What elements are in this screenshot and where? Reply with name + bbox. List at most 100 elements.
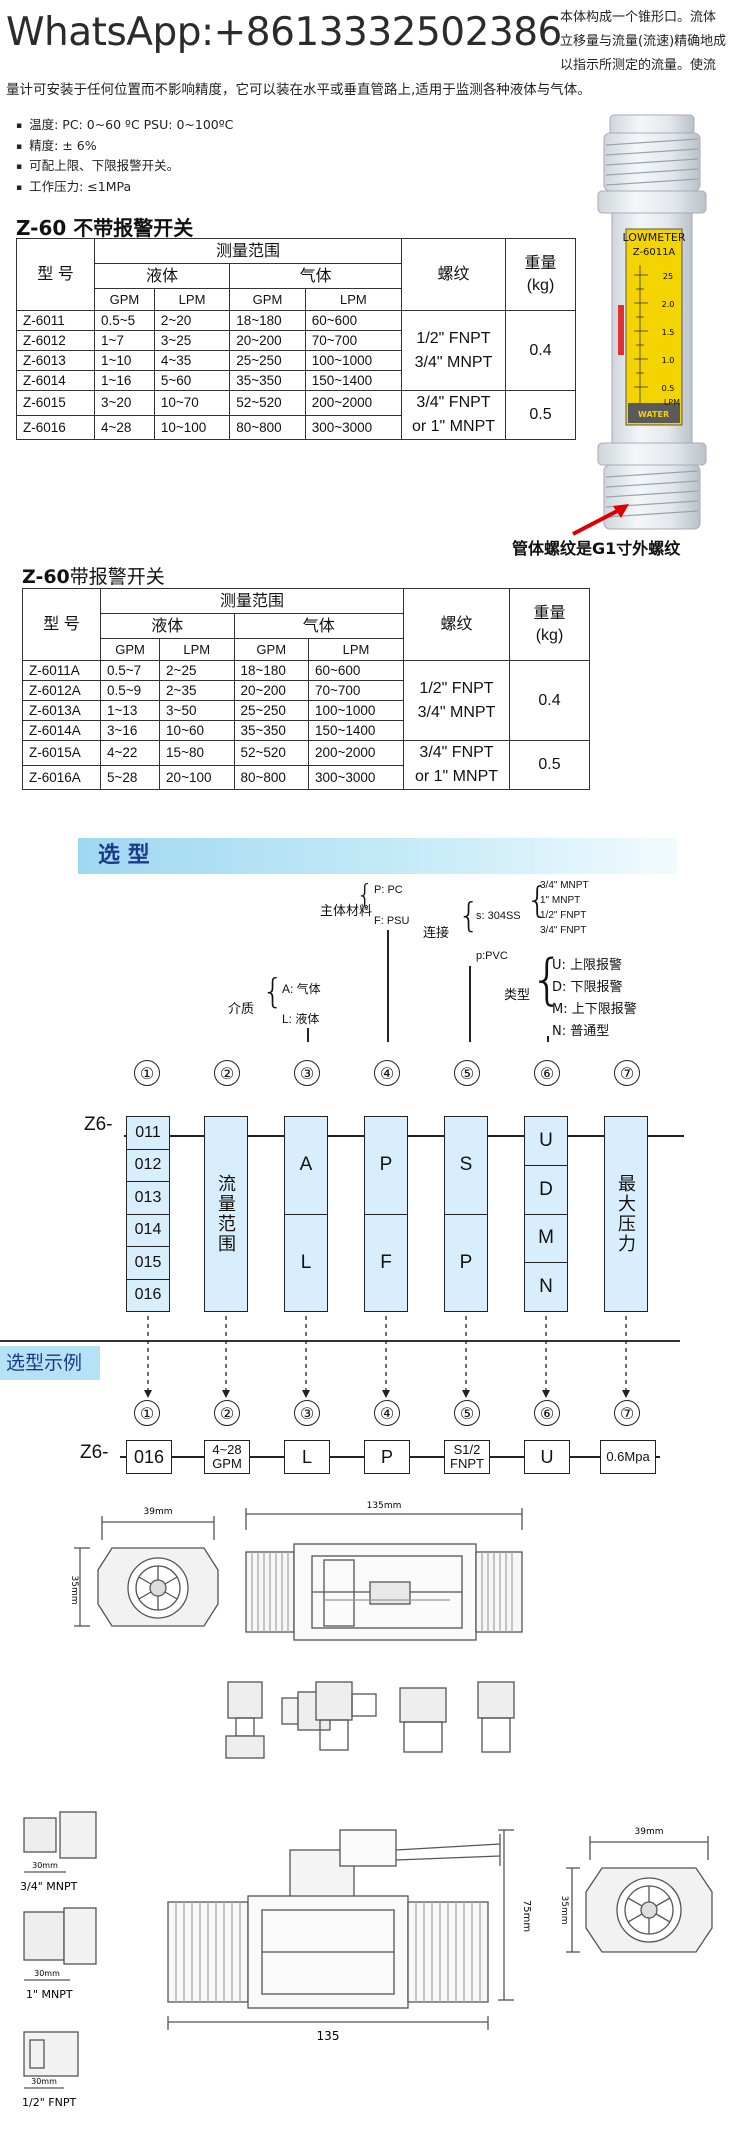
table1-h-thread: 螺纹 [401,238,506,311]
table2-title-rest: 带报警开关 [69,566,165,588]
connection-code: P [459,1251,473,1273]
table2-thread-a: 1/2" FNPT 3/4" MNPT [403,660,510,741]
example-type: U [524,1440,570,1474]
red-arrow-icon [572,504,629,536]
table2-unit: LPM [307,638,405,661]
table-cell: 200~2000 [304,390,403,416]
scale-mark-4: 1.0 [662,356,675,365]
table-row: Z-6014 1~16 5~60 35~350 150~1400 [16,370,576,391]
material-opt-psu: F: PSU [374,915,410,927]
table-cell: 10~70 [153,390,231,416]
type-opt-n: N: 普通型 [552,1024,610,1039]
unit-water: WATER [638,410,669,419]
connection-label: 连接 [423,926,450,941]
series-code: 013 [127,1182,169,1215]
spec-temp: 温度: PC: 0~60 ºC PSU: 0~100ºC [16,116,233,137]
max-pressure-box: 最大压力 [604,1116,648,1312]
table-cell: 20~100 [159,764,235,790]
brace-icon: { [526,880,549,921]
table-cell: 20~200 [229,330,306,351]
table2-title: Z-60带报警开关 [22,562,165,589]
table-cell: 1~13 [99,700,161,721]
table-cell: Z-6013A [22,700,101,721]
table-row: Z-6015 3~20 10~70 52~520 200~2000 3/4" F… [16,390,576,440]
dashed-arrows [144,1316,630,1398]
medium-box: A L [284,1116,328,1312]
connection-box: S P [444,1116,488,1312]
flow-range-box: 流量范围 [204,1116,248,1312]
table2-unit: GPM [99,638,161,661]
watermark: WhatsApp:+8613332502386 [6,10,562,55]
connection-opt-ss: s: 304SS [476,910,521,922]
dim-d1-width: 39mm [144,1507,173,1517]
table-cell: 0.5~7 [99,660,161,681]
table1-unit: LPM [153,288,231,311]
series-code: 011 [127,1117,169,1150]
example-material: P [364,1440,410,1474]
table-cell: 18~180 [233,660,309,681]
brace-icon: { [458,896,480,936]
table-cell: Z-6015 [16,390,95,416]
table-cell: Z-6016A [22,764,101,790]
table-cell: 3~16 [99,720,161,741]
selection-banner: 选 型 [78,838,678,874]
section-divider [0,1340,680,1342]
table2-title-model: Z-60 [22,566,70,588]
connection-code: S [445,1117,487,1215]
intro-right-line-2: 立移量与流量(流速)精确地成 [560,34,727,49]
table-cell: Z-6012A [22,680,101,701]
example-pressure: 0.6Mpa [600,1440,656,1474]
table-cell: 5~28 [99,764,161,790]
series-code: 014 [127,1215,169,1247]
table-cell: 60~600 [307,660,405,681]
table1-h-weight: 重量 (kg) [505,238,576,311]
table-cell: Z-6011A [22,660,101,681]
table1-unit: GPM [94,288,155,311]
table1: 型 号 测量范围 螺纹 重量 (kg) 液体 气体 GPM LPM GPM LP… [16,238,576,440]
type-opt-d: D: 下限报警 [552,980,623,995]
example-flow-range: 4~28 GPM [204,1440,250,1474]
table-cell: 3~50 [159,700,235,721]
table-cell: 10~60 [159,720,235,741]
flowmeter-photo: LOWMETER Z-6011A 25 2.0 1.5 1.0 0.5 WATE… [597,114,707,530]
intro-line: 量计可安装于任何位置而不影响精度，它可以装在水平或垂直管路上,适用于监测各种液体… [6,82,591,98]
dim-d3: 30mm [32,1861,58,1870]
model-prefix: Z6- [84,1114,113,1135]
series-code: 012 [127,1150,169,1182]
table-cell: 1~7 [94,330,155,351]
table-cell: 18~180 [229,310,306,331]
technical-drawings: 39mm 35mm 135mm 30mm 3/4" MNPT 30mm 1" M… [20,1501,713,2109]
table-cell: 150~1400 [307,720,405,741]
example-step-number: ④ [374,1400,400,1426]
table-cell: 100~1000 [307,700,405,721]
table-cell: Z-6014A [22,720,101,741]
table-cell: 5~60 [153,370,231,391]
table-cell: 4~22 [99,740,161,766]
table-row: Z-6014A 3~16 10~60 35~350 150~1400 [22,720,590,741]
dim-d2-length: 135mm [367,1501,402,1511]
medium-label: 介质 [228,1002,255,1017]
medium-opt-l: L: 液体 [282,1012,320,1026]
flow-range-label: 流量范围 [216,1174,236,1254]
spec-pressure: 工作压力: ≤1MPa [16,178,233,199]
table-cell: 150~1400 [304,370,403,391]
table-cell: 2~25 [159,660,235,681]
material-box: P F [364,1116,408,1312]
table-cell: 35~350 [233,720,309,741]
step-number: ⑦ [614,1060,640,1086]
table1-title-rest: 不带报警开关 [73,216,194,240]
table-cell: 4~35 [153,350,231,371]
intro-right-line-1: 本体构成一个锥形口。流体 [560,10,717,25]
step-number: ⑥ [534,1060,560,1086]
table1-unit: LPM [304,288,403,311]
material-label: 主体材料 [320,904,373,919]
brace-icon: { [262,972,284,1012]
table-row: Z-6011 0.5~5 2~20 18~180 60~600 1/2" FNP… [16,310,576,391]
connector-line [307,1028,309,1042]
table-cell: 2~35 [159,680,235,701]
dim-d3: 30mm [31,2077,57,2086]
table1-thread-b: 3/4" FNPT or 1" MNPT [401,390,506,440]
table-cell: 35~350 [229,370,306,391]
scale-mark-1: 25 [663,272,673,281]
table-cell: 300~3000 [307,764,405,790]
